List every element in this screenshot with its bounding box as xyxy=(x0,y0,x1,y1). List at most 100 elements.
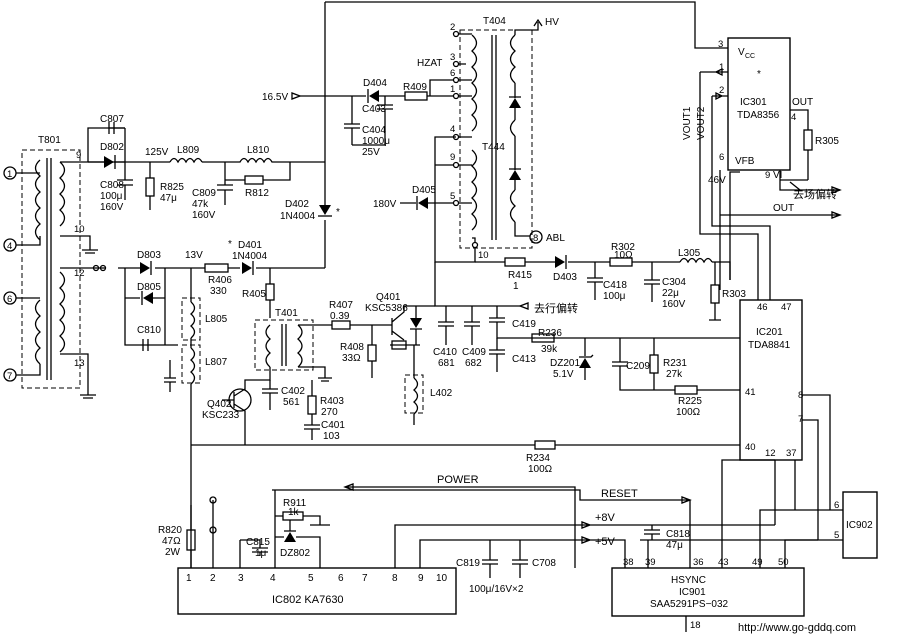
t801-tap9: 9 xyxy=(76,150,81,161)
hv-label: HV xyxy=(545,17,559,28)
ic901-name: IC901 xyxy=(679,587,706,598)
p8v-label: +8V xyxy=(595,512,616,524)
l305-label: L305 xyxy=(678,248,701,259)
ic301-pin1: 1 xyxy=(719,62,724,73)
c304-capacitor xyxy=(644,262,660,302)
t801-pin6-label: 6 xyxy=(7,294,12,305)
ic901-wires xyxy=(647,459,830,632)
t404-primary-coil-lower xyxy=(471,149,478,231)
ic301-part: TDA8356 xyxy=(737,110,780,121)
ic902-pin6: 6 xyxy=(834,500,839,511)
l402-frame xyxy=(404,374,424,414)
c410-capacitor xyxy=(438,321,454,345)
c810-label: C810 xyxy=(137,325,161,336)
d803-label: D803 xyxy=(137,250,161,261)
r812-resistor xyxy=(244,175,264,185)
ic201-pin8: 8 xyxy=(798,390,803,401)
dz802-zener xyxy=(284,532,296,542)
d403-label: D403 xyxy=(553,272,577,283)
r234-resistor xyxy=(534,440,556,450)
d802-label: D802 xyxy=(100,142,124,153)
c809-capacitor xyxy=(217,162,233,205)
c807-capacitor xyxy=(108,122,125,134)
c818-label: C818 xyxy=(666,529,690,540)
b-plus-feed: R415 1 D403 C418 100μ R302 10Ω C304 22μ … xyxy=(475,171,746,321)
rail-125v-section: C807 D802 125V L809 L810 C808 100μ 160V … xyxy=(88,114,325,221)
ic201-pin12: 12 xyxy=(765,448,776,459)
p8v-bus xyxy=(394,521,775,568)
q401-base-resistor xyxy=(391,340,407,350)
r302-resistor xyxy=(609,257,633,267)
c402-value: 561 xyxy=(283,397,300,408)
t404-tap2-dot xyxy=(452,30,460,38)
v-drive-label: 去场偏转 xyxy=(793,187,837,201)
l809-inductor xyxy=(169,157,203,164)
t801-secondary-bottom-coil xyxy=(59,271,66,353)
ic201-pin47: 47 xyxy=(781,302,792,313)
t801-primary-top-coil xyxy=(34,159,41,241)
d805-label: D805 xyxy=(137,282,161,293)
t801-tap12: 12 xyxy=(74,268,85,279)
r409-resistor xyxy=(404,91,428,101)
d402-feed: D402 1N4004 * xyxy=(280,1,728,268)
t404-hv-diode-1 xyxy=(509,98,521,108)
c402-capacitor xyxy=(262,380,278,410)
c419-label: C419 xyxy=(512,319,536,330)
t801-dashed-frame xyxy=(21,149,81,389)
c818-capacitor xyxy=(644,525,660,540)
t404-tap1: 1 xyxy=(450,84,455,95)
r415-value: 1 xyxy=(513,281,519,292)
c809-value: 47k xyxy=(192,199,209,210)
c209-r231-wires xyxy=(612,338,740,391)
l807-frame xyxy=(181,344,201,384)
power-bus xyxy=(343,483,576,568)
c808-voltage: 160V xyxy=(100,202,124,213)
c410-value: 681 xyxy=(438,358,455,369)
d401-star: * xyxy=(228,239,232,250)
ic902-memory: IC902 6 5 xyxy=(818,491,878,559)
ic901-pin50: 50 xyxy=(778,557,789,568)
t404-dashed-frame xyxy=(459,29,533,249)
c810-capacitor xyxy=(142,339,149,351)
d805-c810-wires xyxy=(124,268,178,346)
t404-hv-diode-2 xyxy=(509,170,521,180)
r812-wires xyxy=(225,162,291,181)
t801-pin4-label: 4 xyxy=(7,241,12,252)
d401-diode xyxy=(242,262,252,274)
q402-value: KSC233 xyxy=(202,410,240,421)
r415-label: R415 xyxy=(508,270,532,281)
t404-hv-coil-1 xyxy=(509,34,516,84)
t404-primary-coil-upper xyxy=(471,34,478,132)
q401-transistor-leads xyxy=(391,305,435,341)
r406-label: R406 xyxy=(208,275,232,286)
c404-capacitor xyxy=(344,96,360,145)
ic901-hsync: HSYNC xyxy=(671,575,706,586)
v13-label: 13V xyxy=(185,250,203,261)
c815-capacitor xyxy=(239,539,268,568)
out-arrow-line xyxy=(720,211,842,219)
r305-label: R305 xyxy=(815,136,839,147)
d402-star: * xyxy=(336,207,340,218)
d403-diode xyxy=(555,256,565,268)
q401-value: KSC5386 xyxy=(365,303,408,314)
q401-damper-wires xyxy=(390,306,422,346)
l807-label: L807 xyxy=(205,357,228,368)
ic802-pin6: 6 xyxy=(338,573,344,584)
d805-diode xyxy=(143,292,153,304)
r305-resistor xyxy=(803,129,813,151)
v46-wire xyxy=(729,171,740,280)
rail-16-5v-section: 16.5V D404 R409 C403 C404 1000μ 25V xyxy=(262,78,454,158)
c404-value: 1000μ xyxy=(362,136,390,147)
vout-wires xyxy=(699,72,771,300)
ic901-pin18: 18 xyxy=(690,620,701,631)
r911-label: R911 xyxy=(283,498,307,509)
ic902-box xyxy=(842,491,878,559)
ic201-pin40: 40 xyxy=(745,442,756,453)
ic301-out-label: OUT xyxy=(792,97,813,108)
rail-180v-section: 180V D405 xyxy=(373,185,454,210)
dz802-label: DZ802 xyxy=(280,548,310,559)
c418-capacitor xyxy=(587,262,603,300)
c410-label: C410 xyxy=(433,347,457,358)
r303-ground xyxy=(709,303,721,321)
ic802-pin1: 1 xyxy=(186,573,192,584)
